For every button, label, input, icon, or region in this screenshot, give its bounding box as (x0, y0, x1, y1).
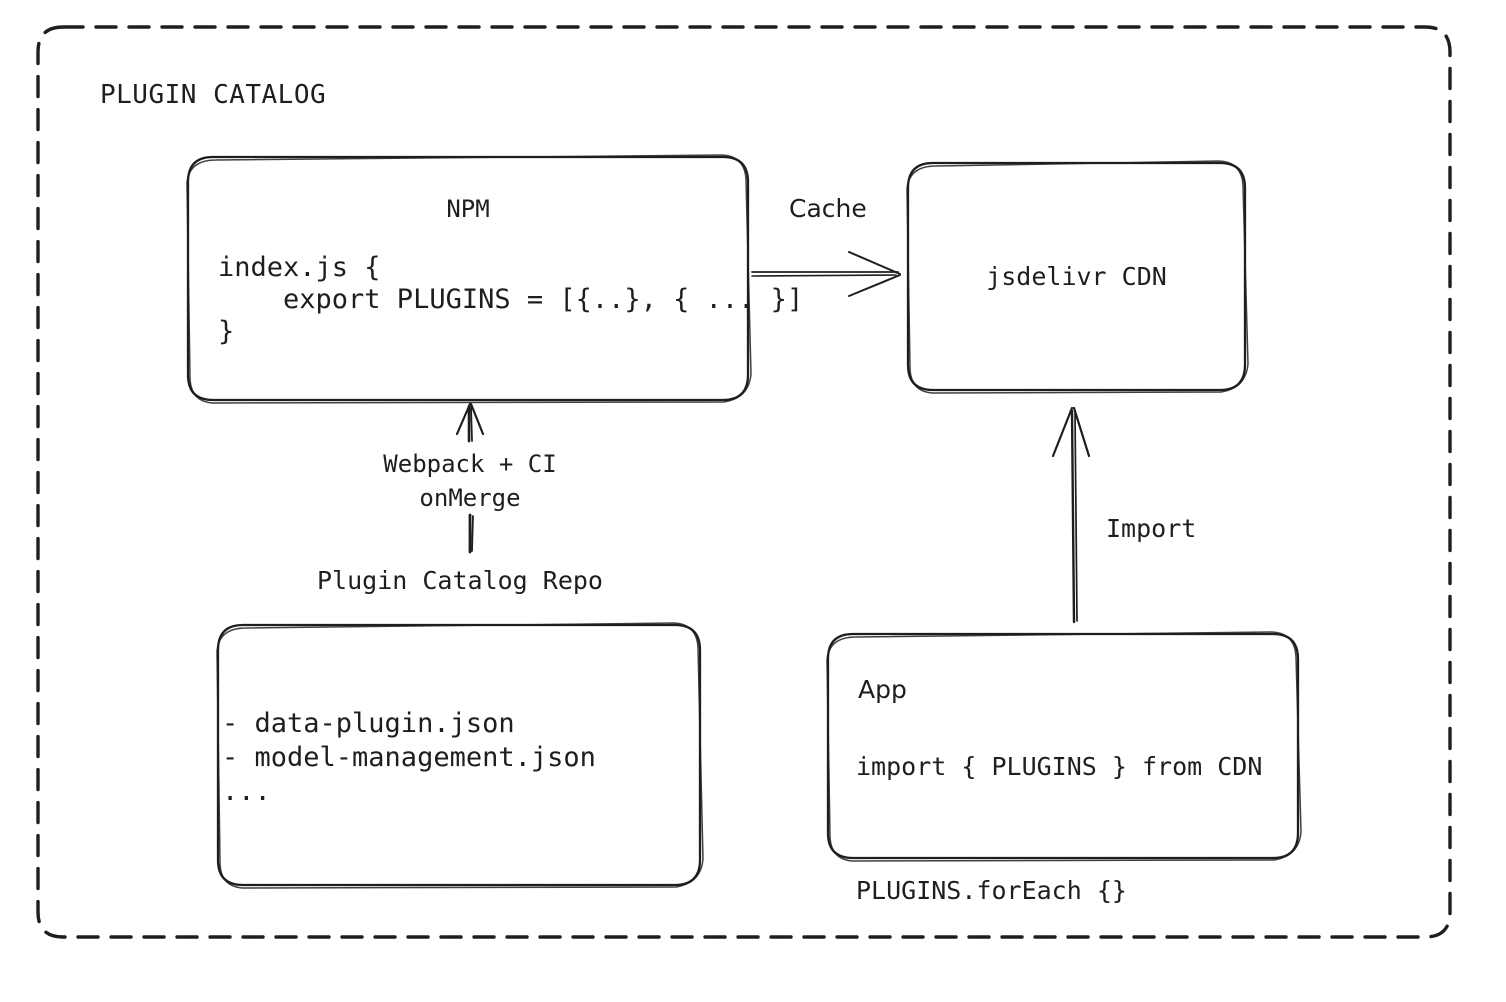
import-arrow (1051, 406, 1091, 624)
repo-node-label: Plugin Catalog Repo (317, 566, 603, 595)
app-node-code: import { PLUGINS } from CDN PLUGINS.forE… (856, 752, 1263, 905)
npm-node-title: NPM (446, 195, 490, 223)
cdn-node-title: jsdelivr CDN (986, 262, 1167, 291)
cache-edge-label: Cache (789, 194, 867, 223)
import-edge-label: Import (1106, 514, 1197, 543)
npm-node-code: index.js { export PLUGINS = [{..}, { ...… (218, 252, 804, 347)
repo-node-files: - data-plugin.json - model-management.js… (222, 708, 596, 807)
group-title: PLUGIN CATALOG (100, 80, 327, 110)
app-node-title: App (858, 675, 907, 704)
build-edge-label: Webpack + CI onMerge (383, 450, 557, 512)
